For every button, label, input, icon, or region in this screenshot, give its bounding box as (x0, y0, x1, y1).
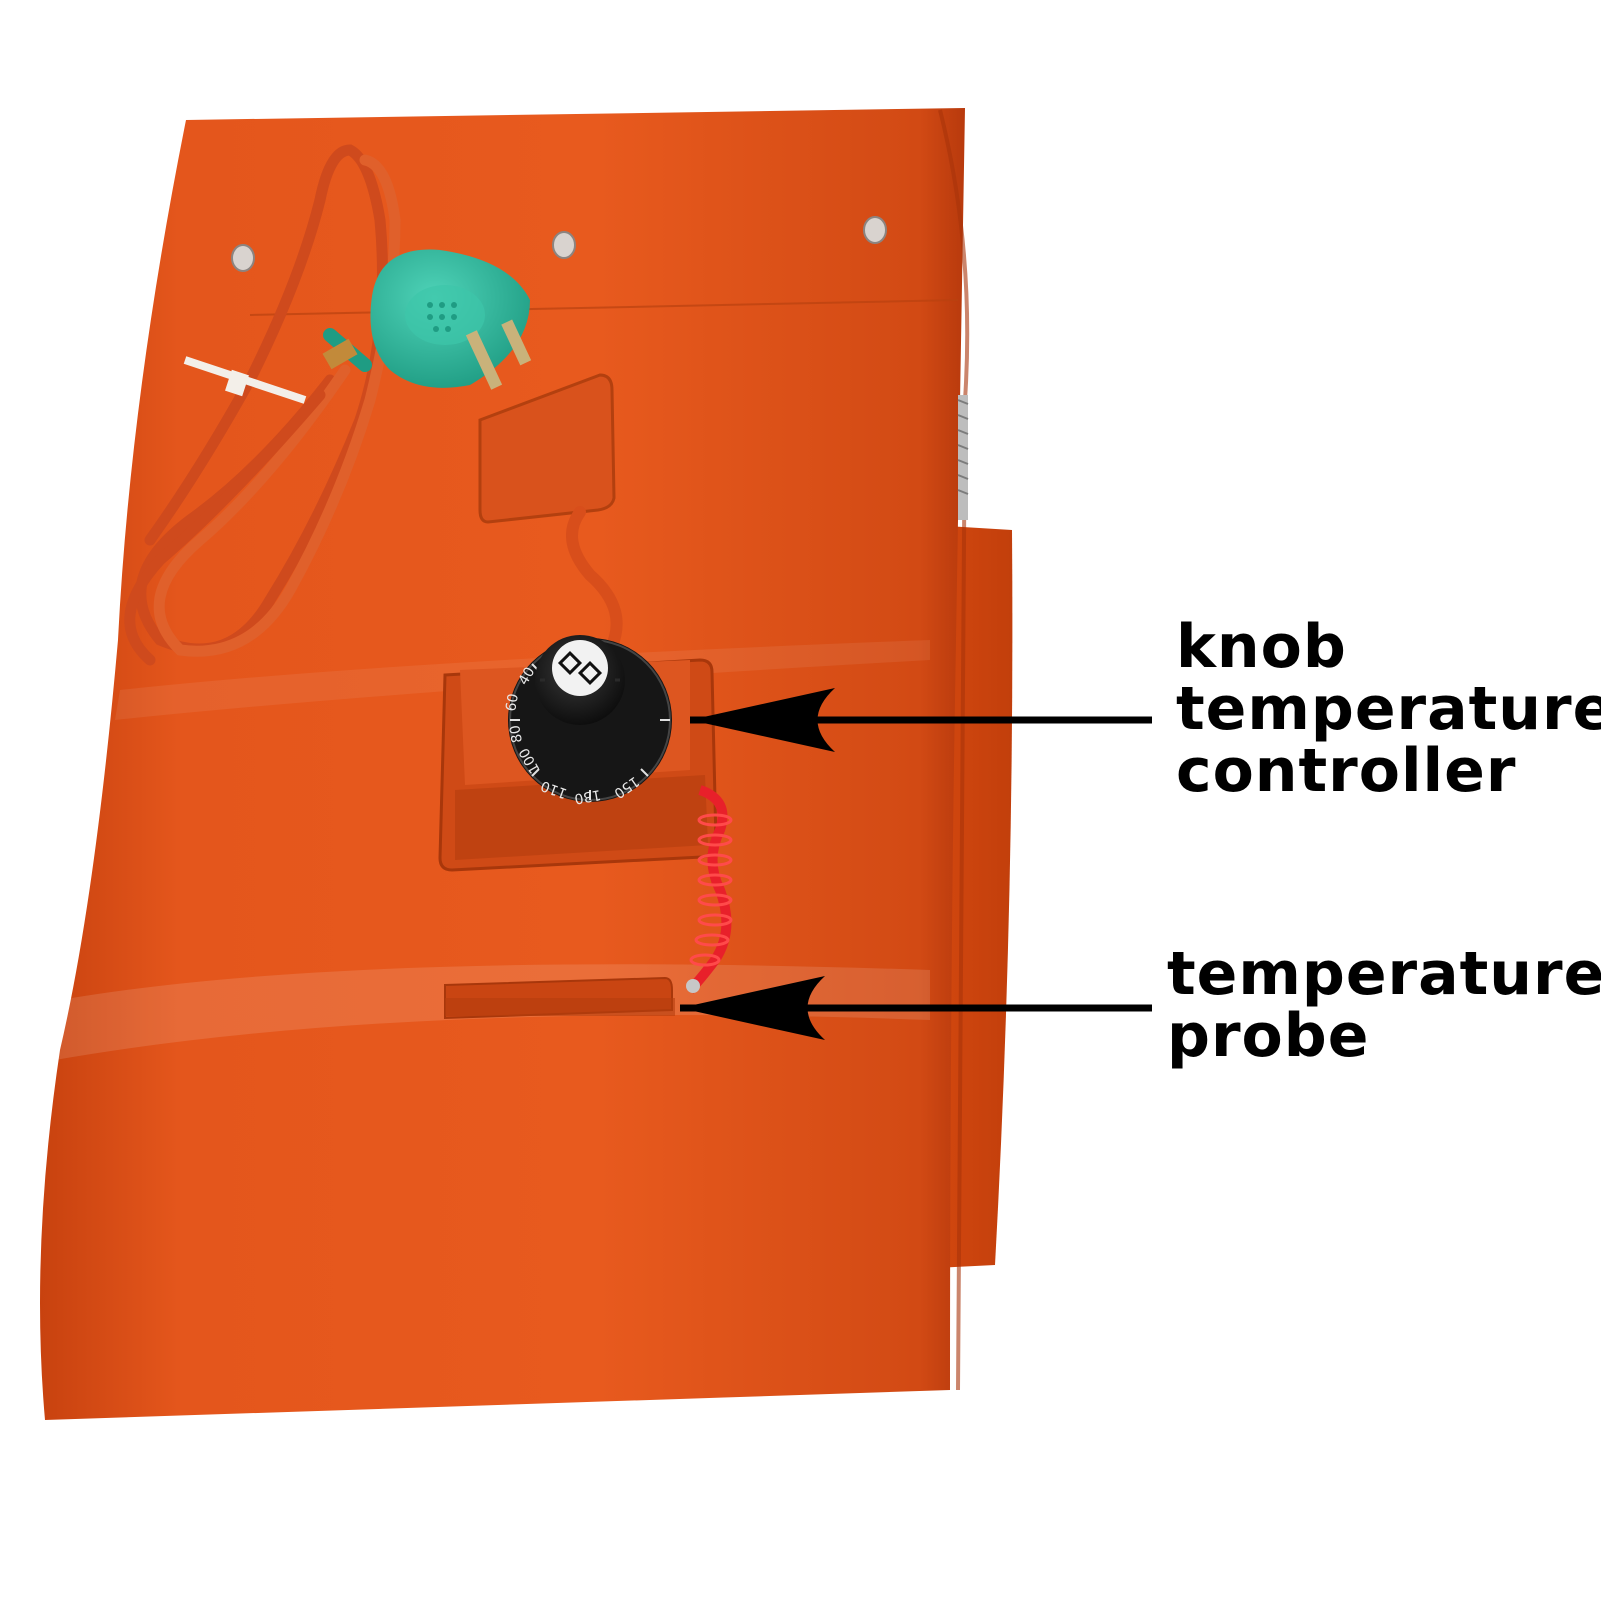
label-line: controller (1176, 736, 1517, 806)
cable-tie (183, 356, 307, 404)
right-fold-edge (938, 109, 970, 1391)
label-line: knob (1176, 612, 1347, 682)
knob-controller-label: knob temperature controller (1176, 616, 1601, 802)
probe-label: temperature probe (1167, 943, 1601, 1067)
label-line: temperature (1176, 674, 1601, 744)
dial-marking: 80 (507, 724, 526, 744)
dial-marking: 130 (573, 786, 602, 806)
arrow-probe (680, 976, 1152, 1040)
spring (957, 395, 969, 520)
probe-assembly (444, 785, 733, 1020)
dial-marking: 40 (516, 665, 539, 688)
snap-button (231, 244, 255, 272)
brand-logo-icon (557, 650, 603, 686)
plug (322, 249, 532, 390)
top-seam (249, 299, 959, 316)
temperature-dial[interactable]: 40 60 80 100 110 130 150 (503, 635, 672, 806)
arrow-knob-controller (690, 688, 1152, 752)
dial-marking: 60 (503, 692, 522, 712)
power-cord (124, 144, 401, 666)
label-line: probe (1167, 1001, 1370, 1071)
snap-button (552, 231, 576, 259)
knob-cap (552, 640, 608, 696)
snap-button (863, 216, 887, 244)
controller-cord (566, 506, 623, 656)
junction-pad (478, 373, 616, 524)
label-line: temperature (1167, 939, 1601, 1009)
